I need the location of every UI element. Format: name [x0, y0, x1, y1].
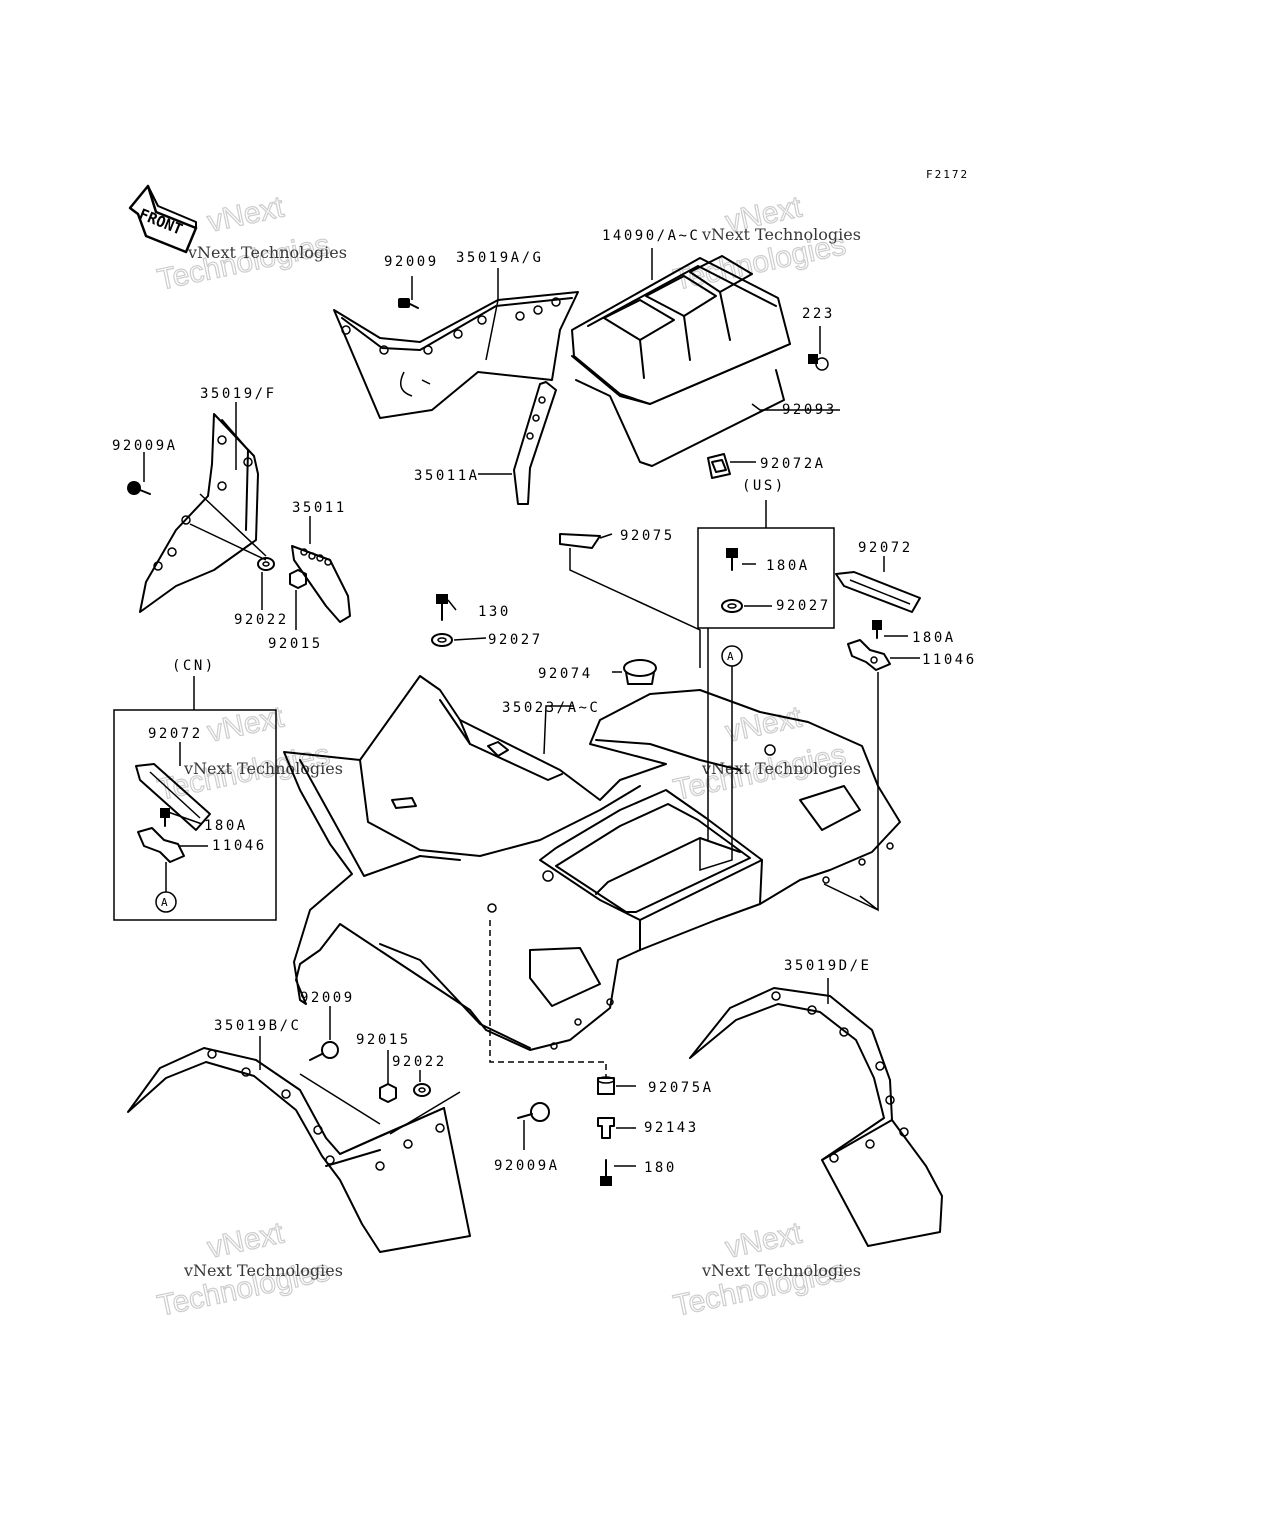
bolt-180a-right: [872, 620, 882, 639]
callout-92074: 92074: [538, 666, 593, 682]
bracket-35011: [291, 545, 351, 623]
callout-92015-bottom: 92015: [356, 1032, 411, 1048]
figure-code: F2172: [926, 168, 969, 181]
callout-11046-right: 11046: [922, 652, 977, 668]
collar-92075a: [597, 1076, 615, 1095]
bolt-180: [600, 1159, 612, 1186]
ref-a-cn: A: [155, 891, 177, 913]
front-arrow-icon: FRONT: [128, 184, 198, 254]
bolt-92009-top: [398, 298, 419, 309]
bolt-92009a-bottom: [517, 1102, 550, 1122]
bolt-92009a-left: [127, 481, 151, 495]
rear-fender-35023: [283, 675, 901, 1051]
cn-box: [113, 709, 277, 921]
callout-92027-us: 92027: [776, 598, 831, 614]
watermark-bottom-right: Technologies vNext vNext Technologies: [670, 1216, 861, 1324]
callout-92009a-left: 92009A: [112, 438, 178, 454]
svg-text:vNext Technologies: vNext Technologies: [183, 759, 343, 778]
callout-92009-bottom: 92009: [300, 990, 355, 1006]
box-cover-14090: [571, 255, 791, 467]
callout-35011a: 35011A: [414, 468, 480, 484]
callout-92072-cn: 92072: [148, 726, 203, 742]
callout-92009-top: 92009: [384, 254, 439, 270]
svg-text:Technologies: Technologies: [155, 228, 333, 297]
us-label: (US): [742, 478, 786, 494]
washer-92022-bottom: [413, 1083, 431, 1097]
svg-text:vNext Technologies: vNext Technologies: [183, 1261, 343, 1280]
clip-92072-cn: [135, 763, 211, 831]
svg-text:vNext: vNext: [205, 700, 288, 748]
washer-92027-mid: [431, 633, 453, 647]
callout-35011: 35011: [292, 500, 347, 516]
bracket-11046-right: [847, 639, 891, 671]
leader-flap-hardware: [299, 1073, 461, 1135]
callout-92072a: 92072A: [760, 456, 826, 472]
svg-text:vNext: vNext: [205, 190, 288, 238]
callout-180a-us: 180A: [766, 558, 810, 574]
callout-130: 130: [478, 604, 511, 620]
callout-92075a: 92075A: [648, 1080, 714, 1096]
callout-180a-right: 180A: [912, 630, 956, 646]
bolt-180a-cn: [160, 808, 170, 827]
cn-label: (CN): [172, 658, 216, 674]
callout-92027-mid: 92027: [488, 632, 543, 648]
callout-92072-right: 92072: [858, 540, 913, 556]
bracket-35011a: [513, 381, 557, 505]
svg-text:vNext Technologies: vNext Technologies: [701, 1261, 861, 1280]
svg-text:A: A: [727, 650, 736, 663]
callout-223: 223: [802, 306, 835, 322]
leader-35019f-hardware: [189, 493, 267, 561]
collar-92143: [597, 1117, 615, 1139]
callout-35019f: 35019/F: [200, 386, 277, 402]
bracket-11046-cn: [137, 827, 185, 863]
cap-92074: [623, 659, 657, 685]
svg-text:vNext: vNext: [723, 700, 806, 748]
screw-223: [808, 354, 829, 371]
callout-35023: 35023/A~C: [502, 700, 600, 716]
mud-flap-35019de: [689, 987, 943, 1247]
svg-text:A: A: [161, 896, 170, 909]
callout-35019ag: 35019A/G: [456, 250, 543, 266]
svg-text:vNext Technologies: vNext Technologies: [701, 759, 861, 778]
pad-92072a: [707, 453, 731, 479]
bolt-130: [436, 594, 448, 621]
callout-92015-left: 92015: [268, 636, 323, 652]
plug-92075: [559, 533, 601, 549]
callout-92009a-bottom: 92009A: [494, 1158, 560, 1174]
bolt-92009-bottom: [309, 1041, 339, 1061]
svg-text:vNext Technologies: vNext Technologies: [701, 225, 861, 244]
leader-lines: [143, 248, 920, 1167]
ref-a-us: A: [721, 645, 743, 667]
callout-92093: 92093: [782, 402, 837, 418]
svg-text:vNext: vNext: [723, 1216, 806, 1264]
callout-92075: 92075: [620, 528, 675, 544]
watermark-top-left: Technologies vNext vNext Technologies: [154, 190, 347, 298]
callout-35019de: 35019D/E: [784, 958, 871, 974]
nut-92015-bottom: [379, 1083, 397, 1103]
nut-92015-left: [289, 569, 307, 589]
svg-text:vNext: vNext: [205, 1216, 288, 1264]
callout-92143: 92143: [644, 1120, 699, 1136]
us-hardware-group: [697, 500, 835, 629]
side-cover-35019ag: [333, 291, 579, 419]
callout-180: 180: [644, 1160, 677, 1176]
svg-text:vNext Technologies: vNext Technologies: [187, 243, 347, 262]
callout-180a-cn: 180A: [204, 818, 248, 834]
mud-flap-35019bc: [127, 1047, 471, 1253]
side-cover-35019f: [139, 413, 259, 613]
callout-92022-left: 92022: [234, 612, 289, 628]
callout-14090: 14090/A~C: [602, 228, 700, 244]
washer-92022-left: [257, 557, 275, 571]
callout-92022-bottom: 92022: [392, 1054, 447, 1070]
callout-35019bc: 35019B/C: [214, 1018, 301, 1034]
clip-92072-right: [835, 571, 921, 613]
watermark-bottom-left: Technologies vNext vNext Technologies: [154, 1216, 343, 1324]
callout-11046-cn: 11046: [212, 838, 267, 854]
